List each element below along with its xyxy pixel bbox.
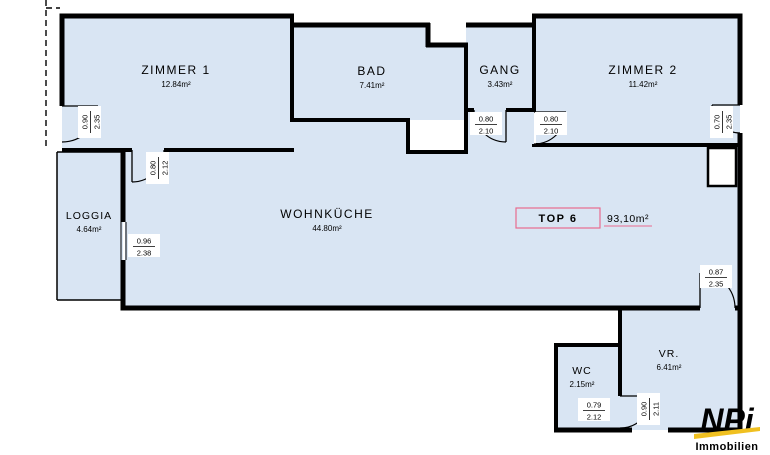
company-logo: NPi Immobilien: [694, 402, 760, 453]
dimension-label: 0.80 2.10: [535, 112, 567, 136]
dim-width: 0.96: [137, 237, 152, 246]
dimension-label: 0.80 2.12: [146, 152, 170, 184]
inner-walls: [62, 14, 742, 432]
room-wohnkueche: [125, 110, 740, 308]
dim-width: 0.80: [479, 115, 494, 124]
dim-width: 0.87: [709, 268, 724, 277]
unit-number: TOP 6: [539, 213, 578, 225]
room-label-bad: BAD: [357, 64, 386, 78]
shaft-box: [706, 146, 738, 188]
dim-height: 2.12: [587, 413, 602, 422]
dim-height: 2.35: [725, 115, 734, 130]
dimension-label: 0.87 2.35: [700, 265, 732, 289]
dimension-label: 0.90 2.35: [78, 106, 102, 138]
dim-width: 0.70: [713, 115, 722, 130]
room-area-wc: 2.15m²: [570, 380, 595, 389]
dim-bg: [146, 152, 169, 184]
dimension-label: 0.70 2.35: [710, 106, 734, 138]
boundary-dashed-line: [45, 0, 60, 148]
dim-height: 2.38: [137, 249, 152, 258]
dimension-label: 0.90 2.11: [637, 393, 661, 425]
outer-walls: [59, 13, 743, 433]
dimension-label: 0.80 2.10: [470, 112, 502, 136]
dim-bg: [128, 234, 160, 257]
room-gang: [466, 25, 534, 110]
logo-subtitle-text: Immobilien: [695, 441, 758, 453]
dim-width: 0.80: [149, 161, 158, 176]
room-area-loggia: 4.64m²: [77, 225, 102, 234]
dim-height: 2.35: [93, 115, 102, 130]
dim-height: 2.12: [161, 161, 170, 176]
room-area-wohnkueche: 44.80m²: [312, 224, 342, 233]
room-label-wc: WC: [572, 365, 592, 377]
unit-label-group: TOP 6 93,10m²: [515, 207, 652, 229]
room-label-loggia: LOGGIA: [66, 210, 112, 222]
room-area-zimmer2: 11.42m²: [629, 80, 658, 89]
dim-height: 2.10: [544, 127, 559, 136]
room-label-zimmer1: ZIMMER 1: [141, 63, 210, 77]
logo-swoosh-icon: [694, 427, 760, 439]
room-area-vr: 6.41m²: [657, 363, 682, 372]
dim-bg: [578, 398, 610, 421]
dim-height: 2.10: [479, 127, 494, 136]
room-fills: [57, 16, 740, 430]
dim-width: 0.79: [587, 401, 602, 410]
dim-width: 0.90: [640, 402, 649, 417]
dim-bg: [710, 106, 733, 138]
dim-bg: [78, 106, 101, 138]
unit-label-box: [515, 207, 601, 229]
dimension-label: 0.79 2.12: [578, 398, 610, 422]
room-label-wohnkueche: WOHNKÜCHE: [280, 207, 374, 221]
room-bad: [292, 25, 466, 120]
dim-bg: [535, 112, 567, 135]
dim-bg: [700, 265, 732, 288]
dimension-label: 0.96 2.38: [128, 234, 160, 258]
dim-width: 0.80: [544, 115, 559, 124]
unit-total-area: 93,10m²: [607, 213, 649, 225]
dim-width: 0.90: [81, 115, 90, 130]
loggia-window-lines: [120, 222, 127, 260]
room-labels: ZIMMER 1 12.84m² BAD 7.41m² GANG 3.43m² …: [66, 63, 682, 389]
room-area-zimmer1: 12.84m²: [161, 80, 191, 89]
dim-bg: [637, 393, 660, 425]
room-label-zimmer2: ZIMMER 2: [608, 63, 677, 77]
room-loggia: [57, 152, 123, 300]
dim-height: 2.11: [652, 402, 661, 416]
room-area-bad: 7.41m²: [360, 81, 385, 90]
room-zimmer2: [536, 16, 740, 145]
dim-bg: [470, 112, 502, 135]
room-area-gang: 3.43m²: [488, 80, 513, 89]
dim-height: 2.35: [709, 280, 724, 289]
room-label-vr: VR.: [659, 348, 680, 360]
room-label-gang: GANG: [479, 63, 520, 77]
loggia-outline: [56, 151, 123, 301]
